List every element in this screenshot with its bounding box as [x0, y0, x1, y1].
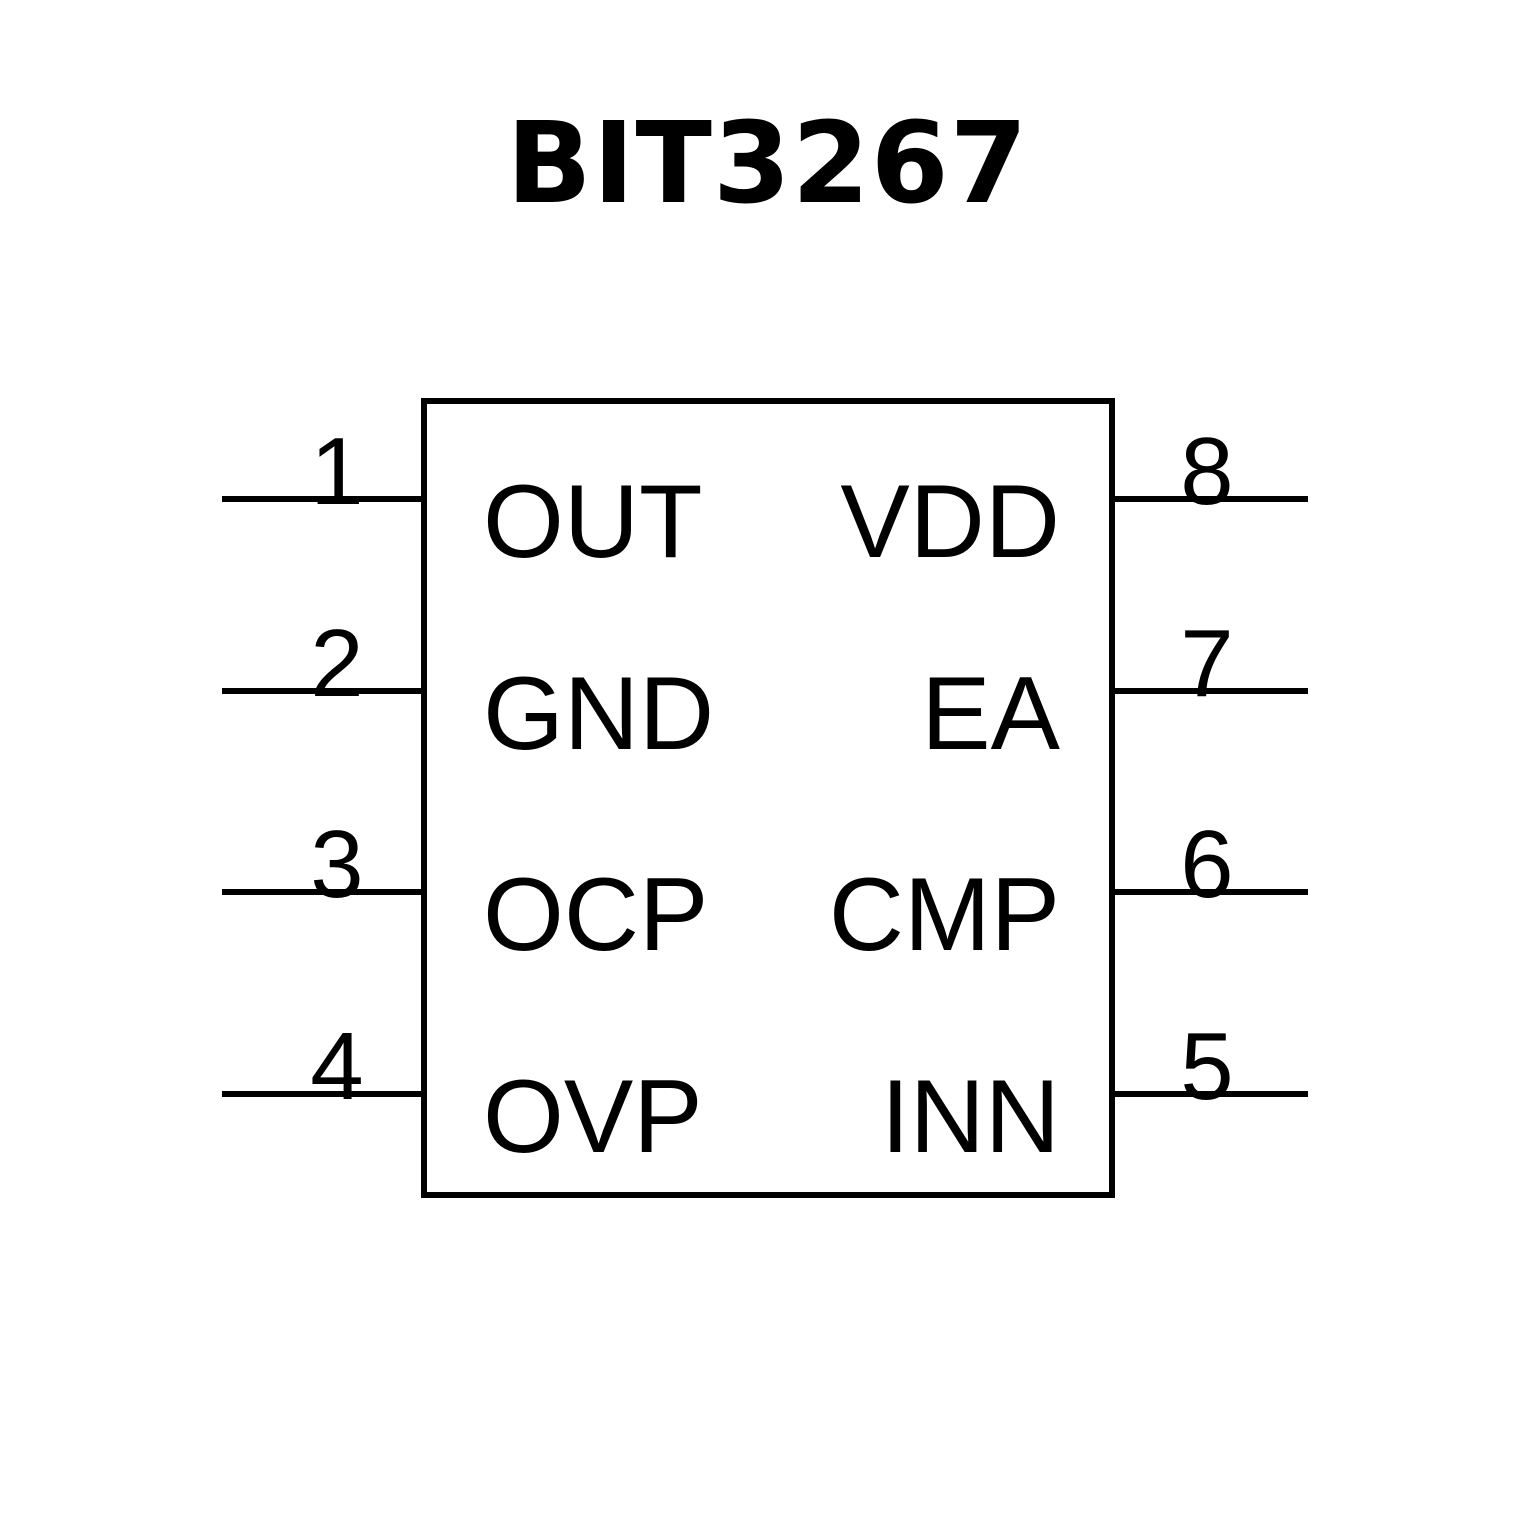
pin-label-ocp: OCP	[483, 857, 709, 973]
pin-lead-3	[222, 889, 424, 895]
pin-label-ovp: OVP	[483, 1059, 703, 1175]
pin-number-3: 3	[310, 811, 364, 918]
pin-label-cmp: CMP	[828, 857, 1060, 973]
pin-lead-5	[1112, 1091, 1308, 1097]
page-title: BIT3267	[506, 99, 1029, 229]
pin-number-5: 5	[1180, 1013, 1234, 1120]
pin-lead-6	[1112, 889, 1308, 895]
pin-lead-4	[222, 1091, 424, 1097]
pin-lead-7	[1112, 688, 1308, 694]
pin-number-4: 4	[310, 1013, 364, 1120]
pin-number-7: 7	[1180, 610, 1234, 717]
pin-lead-8	[1112, 496, 1308, 502]
pin-label-out: OUT	[483, 464, 703, 580]
ic-body-outline	[421, 398, 1115, 1198]
pin-label-inn: INN	[880, 1059, 1060, 1175]
pin-number-1: 1	[310, 418, 364, 525]
pin-label-gnd: GND	[483, 656, 715, 772]
pin-number-6: 6	[1180, 811, 1234, 918]
pin-label-vdd: VDD	[840, 464, 1060, 580]
pin-lead-2	[222, 688, 424, 694]
pin-number-8: 8	[1180, 418, 1234, 525]
pin-number-2: 2	[310, 610, 364, 717]
pin-lead-1	[222, 496, 424, 502]
pin-label-ea: EA	[921, 656, 1060, 772]
